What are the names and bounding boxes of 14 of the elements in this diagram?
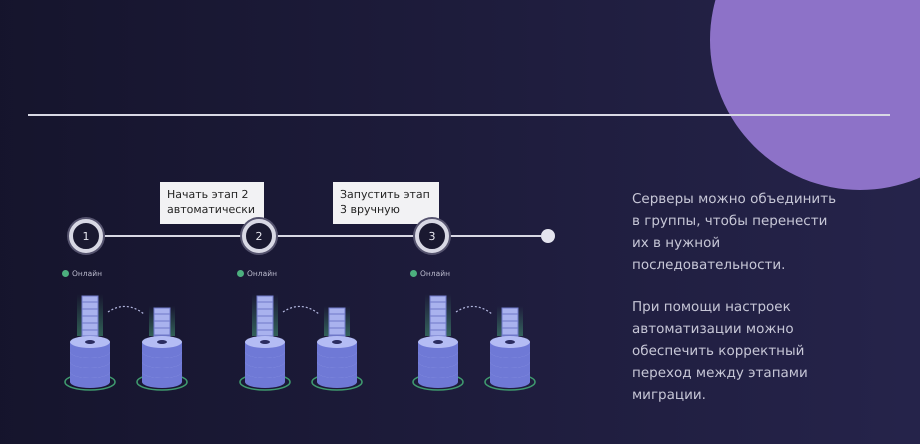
timeline-end-dot	[541, 229, 555, 243]
step-circle: 2	[242, 219, 276, 253]
description-paragraph: При помощи настроек автоматизации можно обеспечить корректный переход между этапами миграции.	[632, 298, 809, 405]
dashed-connector	[282, 306, 320, 314]
timeline-line	[449, 235, 541, 237]
callout-box: Запустить этап 3 вручную	[333, 182, 439, 224]
dashed-connector	[108, 306, 144, 314]
callout-box: Начать этап 2 автоматически	[160, 182, 264, 224]
step-circle: 3	[415, 219, 449, 253]
dashed-connector	[456, 306, 492, 314]
timeline-line	[103, 235, 242, 237]
step-circle: 1	[69, 219, 103, 253]
timeline-line	[276, 235, 415, 237]
description-paragraph: Серверы можно объединить в группы, чтобы перенести их в нужной последовательности.	[632, 190, 838, 275]
